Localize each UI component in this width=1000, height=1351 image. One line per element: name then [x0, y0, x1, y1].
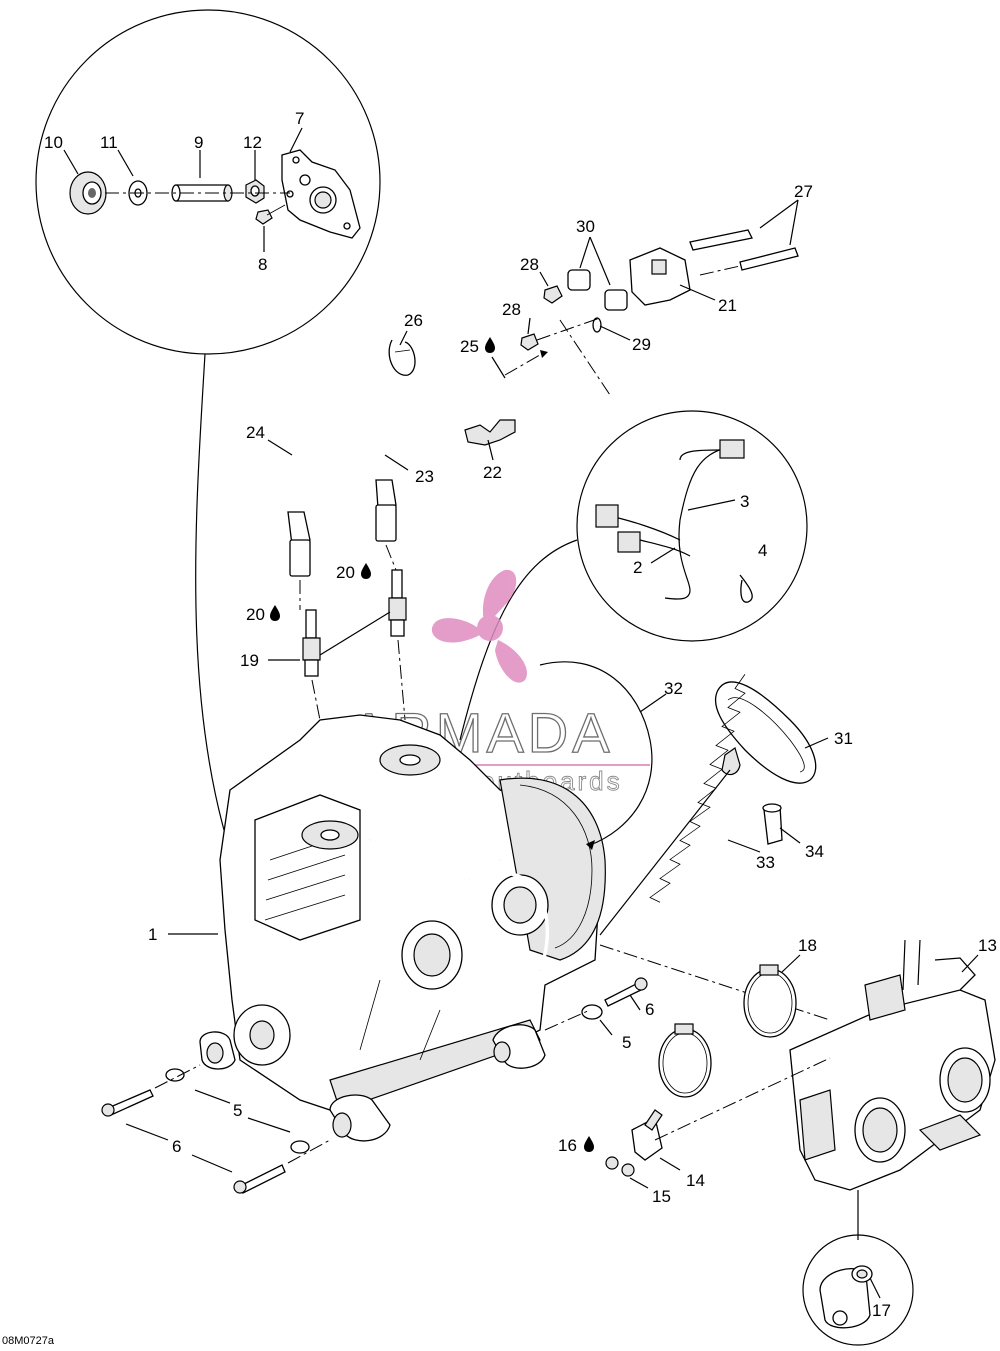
callout-17: 17: [872, 1301, 891, 1320]
callout-20b: 20: [336, 563, 355, 582]
callout-labels: 1 2 3 4 5 5 6 6 7 8 9 10 11 12 13 14 15 …: [44, 109, 997, 1320]
callout-31: 31: [834, 729, 853, 748]
part-5-6-bolts-left: [101, 1064, 331, 1194]
part-13-carburetor: [789, 939, 996, 1240]
part-8-bolt: [255, 204, 286, 225]
callout-1: 1: [148, 925, 157, 944]
callout-29: 29: [632, 335, 651, 354]
callout-34: 34: [805, 842, 824, 861]
callout-6: 6: [172, 1137, 181, 1156]
callout-5b: 5: [622, 1033, 631, 1052]
callout-16: 16: [558, 1136, 577, 1155]
part-1-engine: [199, 714, 606, 1142]
ignition-cables: [283, 373, 506, 721]
part-10-bushing: [69, 171, 107, 215]
part-9-sleeve: [171, 184, 233, 202]
callout-5: 5: [233, 1101, 242, 1120]
callout-16-group: 16: [558, 1136, 594, 1155]
callout-28b: 28: [502, 300, 521, 319]
callout-18: 18: [798, 936, 817, 955]
leader-lines: [168, 199, 979, 973]
diagram-code: 08M0727a: [2, 1335, 54, 1347]
callout-27: 27: [794, 182, 813, 201]
detail-circle-17: [802, 1234, 914, 1346]
callout-20-right-group: 20: [336, 563, 371, 582]
callout-8: 8: [258, 255, 267, 274]
part-12-nut: [245, 179, 265, 204]
callout-25-group: 25: [460, 337, 495, 356]
callout-11: 11: [100, 133, 118, 152]
drop-icon: [270, 605, 280, 621]
callout-23: 23: [415, 467, 434, 486]
drop-icon: [584, 1136, 594, 1152]
callout-30: 30: [576, 217, 595, 236]
callout-33: 33: [756, 853, 775, 872]
drop-icon: [485, 337, 495, 353]
upper-right-fastener-group: [520, 229, 799, 396]
callout-32: 32: [664, 679, 683, 698]
detail-circle-mount: [35, 9, 381, 355]
part-7-bracket: [281, 149, 361, 239]
callout-3: 3: [740, 492, 749, 511]
callout-12: 12: [243, 133, 262, 152]
part-5-6-bolts-right: [544, 977, 648, 1036]
part-26-tie: [388, 339, 416, 376]
drop-icon: [361, 563, 371, 579]
callout-4: 4: [758, 541, 767, 560]
callout-15: 15: [652, 1187, 671, 1206]
callout-26: 26: [404, 311, 423, 330]
callout-20-left-group: 20: [246, 605, 280, 624]
part-19-20-sparkplug-left: [302, 609, 321, 677]
callout-25: 25: [460, 337, 479, 356]
part-24-cap: [287, 511, 311, 577]
callout-24: 24: [246, 423, 265, 442]
callout-13: 13: [978, 936, 997, 955]
part-31-handle: [714, 681, 817, 784]
part-22-clip: [464, 419, 516, 446]
part-33-spring: [649, 674, 746, 903]
part-23-cap: [375, 479, 397, 542]
callout-6b: 6: [645, 1000, 654, 1019]
part-14-15-16-bracket: [605, 1057, 831, 1189]
callout-21: 21: [718, 296, 737, 315]
detail-circle-harness: [576, 410, 808, 642]
callout-7: 7: [295, 109, 304, 128]
callout-19: 19: [240, 651, 259, 670]
callout-22: 22: [483, 463, 502, 482]
callout-14: 14: [686, 1171, 705, 1190]
callout-20: 20: [246, 605, 265, 624]
part-34-bushing: [762, 803, 783, 845]
callout-9: 9: [194, 133, 203, 152]
part-20-sparkplug-right: [388, 569, 407, 637]
part-18-clamps: [658, 964, 797, 1098]
callout-2: 2: [633, 558, 642, 577]
callout-10: 10: [44, 133, 63, 152]
callout-28: 28: [520, 255, 539, 274]
